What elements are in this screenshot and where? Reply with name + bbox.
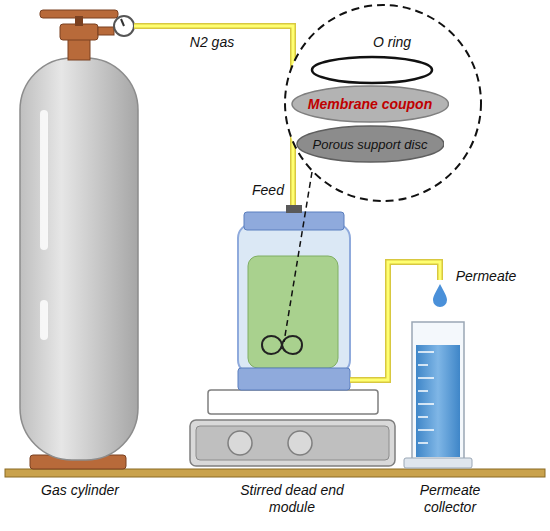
gas-cylinder [20, 10, 138, 469]
inset-circle [285, 5, 481, 201]
membrane-coupon: Membrane coupon [291, 85, 449, 123]
part-name: Permeate collector [405, 482, 495, 516]
magnetic-stirrer [190, 390, 395, 466]
disc-outline [292, 86, 448, 122]
feed-label: Feed [252, 182, 284, 199]
disc-outline [297, 126, 444, 162]
dead-end-cell [238, 205, 350, 390]
gas-tube [134, 26, 293, 210]
inset-leader [284, 172, 312, 342]
gas-tube [134, 26, 293, 210]
part-name: Gas cylinder [41, 482, 119, 499]
bench [5, 469, 545, 477]
disc-label: Membrane coupon [308, 96, 432, 112]
disc-label: Porous support disc [313, 137, 428, 152]
part-name: Stirred dead end module [232, 482, 352, 516]
support-disc: Porous support disc [296, 125, 445, 163]
graduated-cylinder [404, 322, 472, 468]
gas-label: N2 gas [190, 34, 234, 51]
o-ring-label: O ring [373, 34, 411, 51]
permeate-label: Permeate [456, 268, 517, 285]
permeate-drop [433, 284, 447, 307]
o-ring [312, 57, 432, 83]
